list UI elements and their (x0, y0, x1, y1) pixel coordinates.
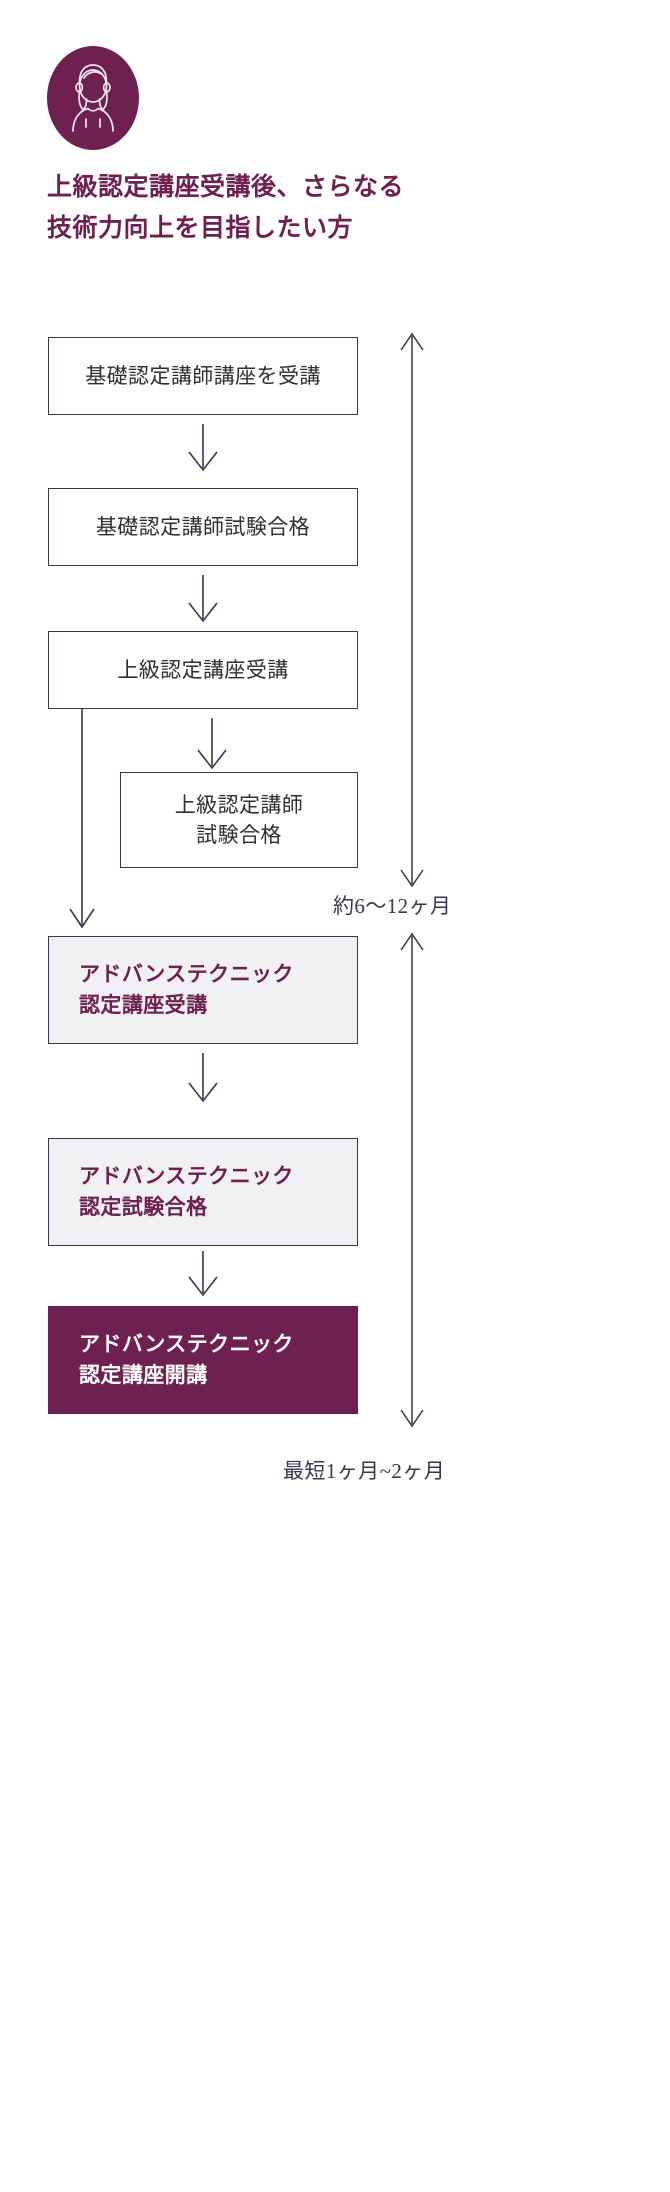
flow-node-advance-technic-open[interactable]: アドバンステクニック 認定講座開講 (48, 1306, 358, 1414)
duration-label-basic-to-advanced: 約6〜12ヶ月 (333, 894, 452, 918)
page-title: 上級認定講座受講後、さらなる 技術力向上を目指したい方 (47, 174, 405, 242)
flow-node-advanced-exam[interactable]: 上級認定講師 試験合格 (120, 772, 358, 868)
woman-avatar-glyph (72, 64, 114, 132)
arrow-n3-n4 (182, 718, 242, 773)
flow-node-basic-exam[interactable]: 基礎認定講師試験合格 (48, 488, 358, 566)
flow-node-advance-technic-exam[interactable]: アドバンステクニック 認定試験合格 (48, 1138, 358, 1246)
arrow-n5-n6 (182, 1053, 224, 1105)
arrow-n3-n5-branch (62, 709, 102, 931)
bracket-duration-1 (392, 330, 432, 890)
arrow-n2-n3 (182, 575, 224, 625)
flow-node-basic-course[interactable]: 基礎認定講師講座を受講 (48, 337, 358, 415)
bracket-duration-2 (392, 930, 432, 1430)
arrow-n1-n2 (182, 424, 224, 474)
duration-label-advance-technic: 最短1ヶ月~2ヶ月 (283, 1459, 446, 1483)
flow-node-advance-technic-course[interactable]: アドバンステクニック 認定講座受講 (48, 936, 358, 1044)
arrow-n6-n7 (182, 1251, 224, 1299)
flow-node-advanced-course[interactable]: 上級認定講座受講 (48, 631, 358, 709)
woman-avatar-icon (47, 46, 139, 150)
